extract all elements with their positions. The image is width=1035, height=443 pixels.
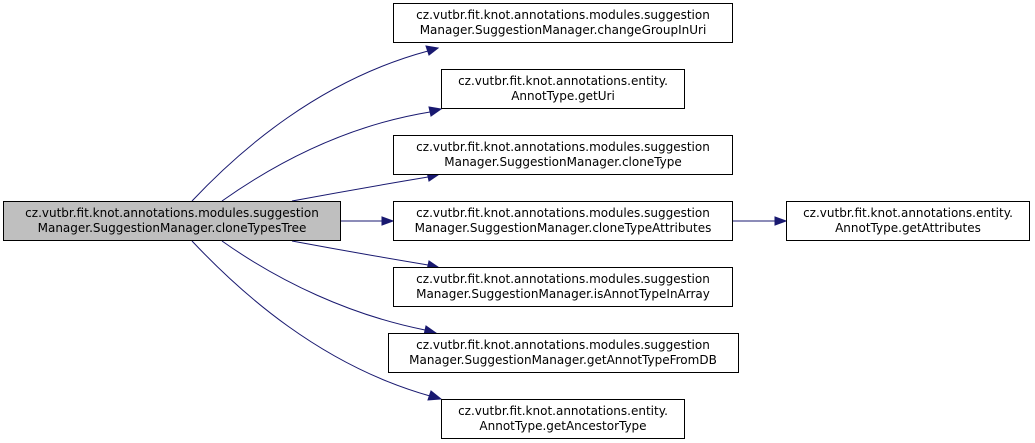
node-cloneType-line1: cz.vutbr.fit.knot.annotations.modules.su…: [416, 140, 710, 154]
node-getUri-line2: AnnotType.getUri: [511, 89, 615, 103]
arrowhead-getUri: [428, 106, 443, 117]
node-changeGroupInUri-line1: cz.vutbr.fit.knot.annotations.modules.su…: [416, 8, 710, 22]
node-getAncestorType-box: [441, 399, 685, 439]
edge-root-getAncestorType: [191, 240, 431, 397]
node-isAnnotTypeInArray-line1: cz.vutbr.fit.knot.annotations.modules.su…: [416, 272, 710, 286]
edge-root-isAnnotTypeInArray: [291, 240, 429, 266]
node-cloneTypeAttributes-line1: cz.vutbr.fit.knot.annotations.modules.su…: [416, 206, 710, 220]
node-cloneType[interactable]: cz.vutbr.fit.knot.annotations.modules.su…: [393, 135, 733, 175]
arrowhead-changeGroupInUri: [425, 45, 440, 56]
node-getAttributes-box: [786, 201, 1030, 241]
node-getAnnotTypeFromDB-line2: Manager.SuggestionManager.getAnnotTypeFr…: [409, 353, 717, 367]
node-getAnnotTypeFromDB-line1: cz.vutbr.fit.knot.annotations.modules.su…: [416, 338, 710, 352]
node-getAncestorType-line2: AnnotType.getAncestorType: [479, 419, 646, 433]
node-cloneTypesTree-line2: Manager.SuggestionManager.cloneTypesTree: [38, 221, 307, 235]
node-getUri-line1: cz.vutbr.fit.knot.annotations.entity.: [458, 74, 668, 88]
node-getAncestorType[interactable]: cz.vutbr.fit.knot.annotations.entity. An…: [441, 399, 685, 439]
arrowhead-getAttributes: [774, 216, 788, 226]
node-getAnnotTypeFromDB-box: [388, 333, 739, 373]
node-getAnnotTypeFromDB[interactable]: cz.vutbr.fit.knot.annotations.modules.su…: [388, 333, 739, 373]
node-getAttributes-line2: AnnotType.getAttributes: [835, 221, 981, 235]
node-isAnnotTypeInArray-box: [393, 267, 733, 307]
node-cloneType-box: [393, 135, 733, 175]
node-cloneTypesTree-box: [3, 201, 341, 241]
node-cloneTypeAttributes[interactable]: cz.vutbr.fit.knot.annotations.modules.su…: [393, 201, 733, 241]
edge-root-getUri: [221, 111, 431, 202]
arrowhead-cloneTypeAttributes: [381, 216, 395, 226]
edge-root-changeGroupInUri: [191, 50, 429, 202]
node-cloneTypesTree-line1: cz.vutbr.fit.knot.annotations.modules.su…: [25, 206, 319, 220]
node-isAnnotTypeInArray[interactable]: cz.vutbr.fit.knot.annotations.modules.su…: [393, 267, 733, 307]
node-getAttributes[interactable]: cz.vutbr.fit.knot.annotations.entity. An…: [786, 201, 1030, 241]
node-getUri-box: [441, 69, 685, 109]
node-isAnnotTypeInArray-line2: Manager.SuggestionManager.isAnnotTypeInA…: [416, 287, 710, 301]
node-getUri[interactable]: cz.vutbr.fit.knot.annotations.entity. An…: [441, 69, 685, 109]
node-cloneTypeAttributes-box: [393, 201, 733, 241]
node-changeGroupInUri-line2: Manager.SuggestionManager.changeGroupInU…: [420, 23, 707, 37]
arrowhead-getAncestorType: [427, 390, 443, 401]
edges: [191, 45, 788, 401]
edge-root-cloneType: [291, 176, 429, 202]
node-cloneType-line2: Manager.SuggestionManager.cloneType: [444, 155, 682, 169]
node-getAttributes-line1: cz.vutbr.fit.knot.annotations.entity.: [803, 206, 1013, 220]
node-changeGroupInUri-box: [393, 3, 733, 43]
node-changeGroupInUri[interactable]: cz.vutbr.fit.knot.annotations.modules.su…: [393, 3, 733, 43]
node-getAncestorType-line1: cz.vutbr.fit.knot.annotations.entity.: [458, 404, 668, 418]
edge-root-getAnnotTypeFromDB: [221, 240, 426, 331]
node-cloneTypesTree[interactable]: cz.vutbr.fit.knot.annotations.modules.su…: [3, 201, 341, 241]
node-cloneTypeAttributes-line2: Manager.SuggestionManager.cloneTypeAttri…: [415, 221, 712, 235]
